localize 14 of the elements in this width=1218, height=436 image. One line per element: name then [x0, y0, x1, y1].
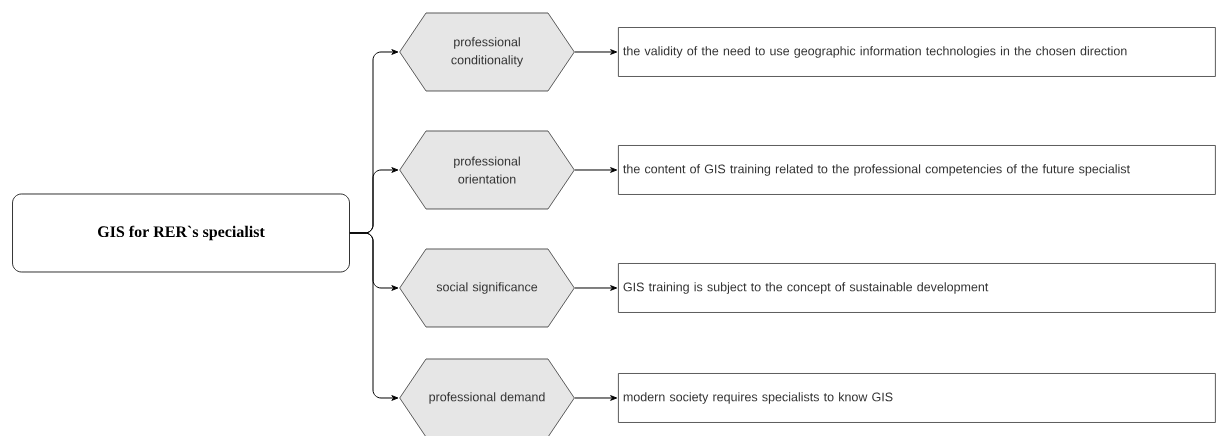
arrow	[574, 49, 618, 55]
arrow	[574, 285, 618, 291]
category-hexagon: professional demand	[399, 358, 575, 436]
description-box: GIS training is subject to the concept of sustainable development	[618, 263, 1216, 313]
topic-box: GIS for RER`s specialist	[12, 193, 350, 273]
arrow	[574, 167, 618, 173]
category-hexagon: professional conditionality	[399, 12, 575, 92]
description-box: modern society requires specialists to know GIS	[618, 373, 1216, 423]
description-box: the content of GIS training related to the professional competencies of the future specialist	[618, 145, 1216, 195]
arrow	[349, 232, 399, 401]
category-hexagon: professional orientation	[399, 130, 575, 210]
category-hexagon: social significance	[399, 248, 575, 328]
description-box: the validity of the need to use geographic information technologies in the chosen direction	[618, 27, 1216, 77]
arrow	[574, 395, 618, 401]
